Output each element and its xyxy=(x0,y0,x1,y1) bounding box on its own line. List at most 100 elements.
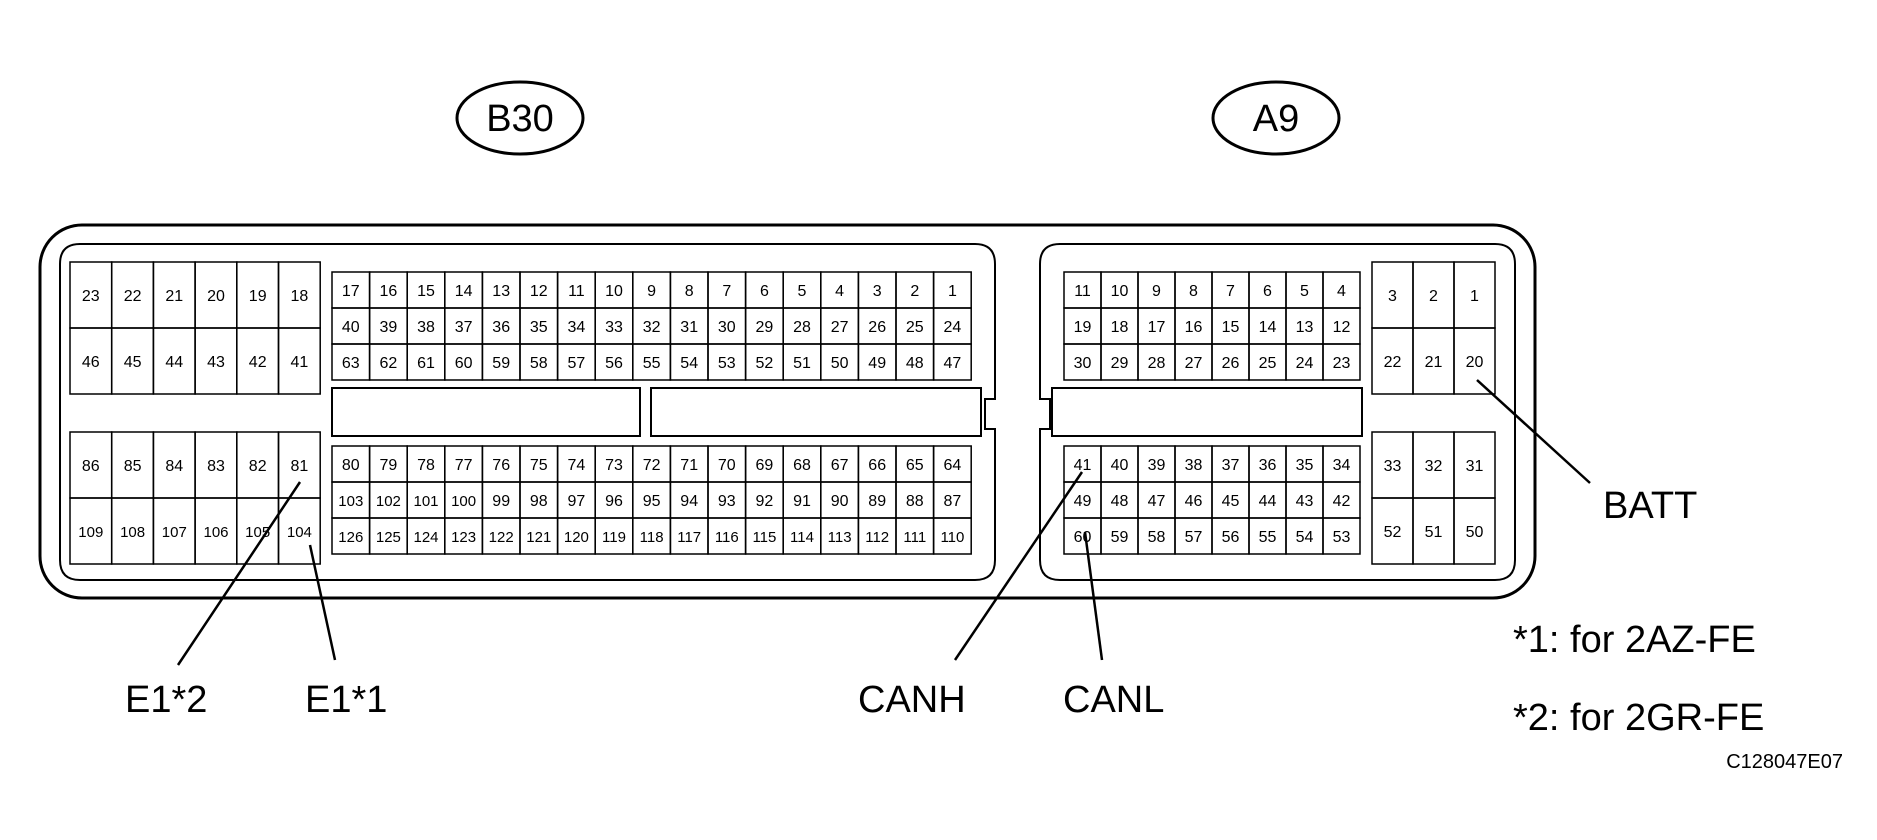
b30-pin-74: 74 xyxy=(556,445,596,483)
pin-number: 121 xyxy=(526,529,551,546)
pin-number: 72 xyxy=(643,457,661,474)
a9-pin-55: 55 xyxy=(1248,517,1287,555)
b30-pin-37: 37 xyxy=(444,307,484,345)
a9-pin-42: 42 xyxy=(1322,481,1361,519)
pin-number: 70 xyxy=(718,457,736,474)
pin-number: 25 xyxy=(1259,355,1277,372)
pin-number: 51 xyxy=(1425,524,1443,541)
b30-label: B30 xyxy=(455,80,585,156)
b30-pin-76: 76 xyxy=(481,445,521,483)
a9-pin-15: 15 xyxy=(1211,307,1250,345)
pin-number: 95 xyxy=(643,493,661,510)
b30-pin-29: 29 xyxy=(744,307,784,345)
b30-pin-13: 13 xyxy=(481,271,521,309)
leader-e1-2 xyxy=(176,481,302,666)
a9-label: A9 xyxy=(1211,80,1341,156)
a9-pin-24: 24 xyxy=(1285,343,1324,381)
leader-batt xyxy=(1476,379,1591,484)
pin-number: 14 xyxy=(455,283,473,300)
b30-pin-23: 23 xyxy=(69,261,113,329)
b30-pin-100: 100 xyxy=(444,481,484,519)
pin-number: 30 xyxy=(718,319,736,336)
pin-number: 49 xyxy=(868,355,886,372)
a9-pin-39: 39 xyxy=(1137,445,1176,483)
b30-pin-30: 30 xyxy=(707,307,747,345)
pin-number: 55 xyxy=(643,355,661,372)
a9-pin-19: 19 xyxy=(1063,307,1102,345)
b30-pin-1: 1 xyxy=(932,271,972,309)
pin-number: 14 xyxy=(1259,319,1277,336)
pin-number: 46 xyxy=(1185,493,1203,510)
pin-number: 100 xyxy=(451,493,476,510)
a9-pin-58: 58 xyxy=(1137,517,1176,555)
b30-pin-121: 121 xyxy=(519,517,559,555)
b30-name: B30 xyxy=(486,98,554,140)
a9-pin-8: 8 xyxy=(1174,271,1213,309)
b30-pin-61: 61 xyxy=(406,343,446,381)
a9-pin-23: 23 xyxy=(1322,343,1361,381)
pin-number: 107 xyxy=(162,524,187,541)
b30-pin-105: 105 xyxy=(236,497,280,565)
pin-number: 71 xyxy=(680,457,698,474)
pin-number: 116 xyxy=(715,529,739,546)
a9-pin-18: 18 xyxy=(1100,307,1139,345)
pin-number: 58 xyxy=(530,355,548,372)
b30-pin-10: 10 xyxy=(594,271,634,309)
pin-number: 88 xyxy=(906,493,924,510)
b30-pin-15: 15 xyxy=(406,271,446,309)
a9-frame xyxy=(1039,243,1516,581)
pin-number: 84 xyxy=(165,458,183,475)
b30-pin-58: 58 xyxy=(519,343,559,381)
pin-number: 73 xyxy=(605,457,623,474)
b30-pin-16: 16 xyxy=(368,271,408,309)
b30-pin-94: 94 xyxy=(669,481,709,519)
note-2: *2: for 2GR-FE xyxy=(1513,697,1764,739)
pin-number: 40 xyxy=(1111,457,1129,474)
pin-number: 91 xyxy=(793,493,811,510)
pin-number: 21 xyxy=(1425,354,1443,371)
a9-name: A9 xyxy=(1253,98,1299,140)
pin-number: 126 xyxy=(338,529,363,546)
a9-pin-54: 54 xyxy=(1285,517,1324,555)
callout-canh: CANH xyxy=(858,679,966,721)
b30-pin-19: 19 xyxy=(236,261,280,329)
pin-number: 50 xyxy=(1466,524,1484,541)
pin-number: 101 xyxy=(413,493,438,510)
pin-cell xyxy=(1322,343,1361,381)
pin-number: 41 xyxy=(291,354,309,371)
pin-number: 5 xyxy=(798,283,807,300)
b30-pin-89: 89 xyxy=(857,481,897,519)
pin-number: 33 xyxy=(605,319,623,336)
pin-number: 44 xyxy=(1259,493,1277,510)
b30-pin-2: 2 xyxy=(895,271,935,309)
b30-pin-51: 51 xyxy=(782,343,822,381)
pin-number: 120 xyxy=(564,529,589,546)
a9-pin-3: 3 xyxy=(1371,261,1414,329)
callout-canl: CANL xyxy=(1063,679,1164,721)
a9-pin-22: 22 xyxy=(1371,327,1414,395)
pin-number: 75 xyxy=(530,457,548,474)
pin-number: 15 xyxy=(1222,319,1240,336)
pin-number: 33 xyxy=(1384,458,1402,475)
pin-number: 99 xyxy=(492,493,510,510)
pin-number: 20 xyxy=(207,288,225,305)
b30-pin-106: 106 xyxy=(194,497,238,565)
pin-number: 39 xyxy=(380,319,398,336)
pin-number: 50 xyxy=(831,355,849,372)
b30-pin-114: 114 xyxy=(782,517,822,555)
pin-number: 48 xyxy=(906,355,924,372)
pin-number: 111 xyxy=(903,529,926,546)
b30-pin-18: 18 xyxy=(277,261,321,329)
pin-number: 97 xyxy=(568,493,586,510)
pin-number: 8 xyxy=(1189,283,1198,300)
b30-pin-95: 95 xyxy=(632,481,672,519)
b30-pin-32: 32 xyxy=(632,307,672,345)
b30-pin-34: 34 xyxy=(556,307,596,345)
pin-number: 35 xyxy=(530,319,548,336)
pin-number: 93 xyxy=(718,493,736,510)
b30-pin-101: 101 xyxy=(406,481,446,519)
b30-pin-62: 62 xyxy=(368,343,408,381)
